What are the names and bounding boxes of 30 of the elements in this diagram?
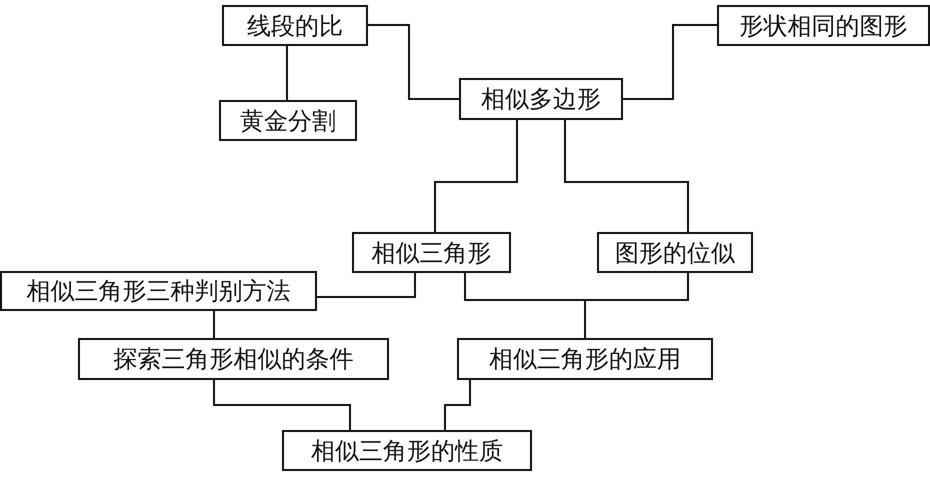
- connector-line: [623, 24, 717, 100]
- connector-line: [286, 46, 288, 100]
- connector-line: [213, 380, 351, 430]
- box-label: 相似三角形: [372, 238, 492, 268]
- box-label: 相似三角形的性质: [311, 436, 503, 466]
- connector-line: [444, 380, 471, 430]
- box-label: 线段的比: [247, 10, 343, 42]
- concept-box: [219, 100, 357, 141]
- concept-box: [282, 430, 532, 471]
- connector-line: [564, 120, 689, 232]
- concept-box: [597, 232, 753, 273]
- box-label: 相似三角形三种判别方法: [26, 276, 290, 307]
- concept-box: [222, 5, 368, 46]
- box-label: 黄金分割: [240, 106, 336, 136]
- concept-box: [352, 232, 511, 273]
- concept-box: [457, 338, 713, 380]
- concept-box: [0, 271, 317, 311]
- connector-line: [584, 273, 689, 338]
- box-label: 探索三角形相似的条件: [114, 344, 354, 375]
- connector-line: [368, 24, 459, 100]
- connector-line: [317, 273, 416, 298]
- box-label: 图形的位似: [615, 238, 735, 268]
- box-label: 形状相同的图形: [740, 10, 908, 42]
- box-label: 相似三角形的应用: [489, 344, 681, 375]
- connector-line: [213, 311, 215, 338]
- concept-box: [78, 338, 389, 380]
- concept-box: [459, 78, 623, 120]
- box-label: 相似多边形: [481, 84, 601, 115]
- concept-box: [717, 5, 930, 46]
- connector-line: [434, 120, 518, 232]
